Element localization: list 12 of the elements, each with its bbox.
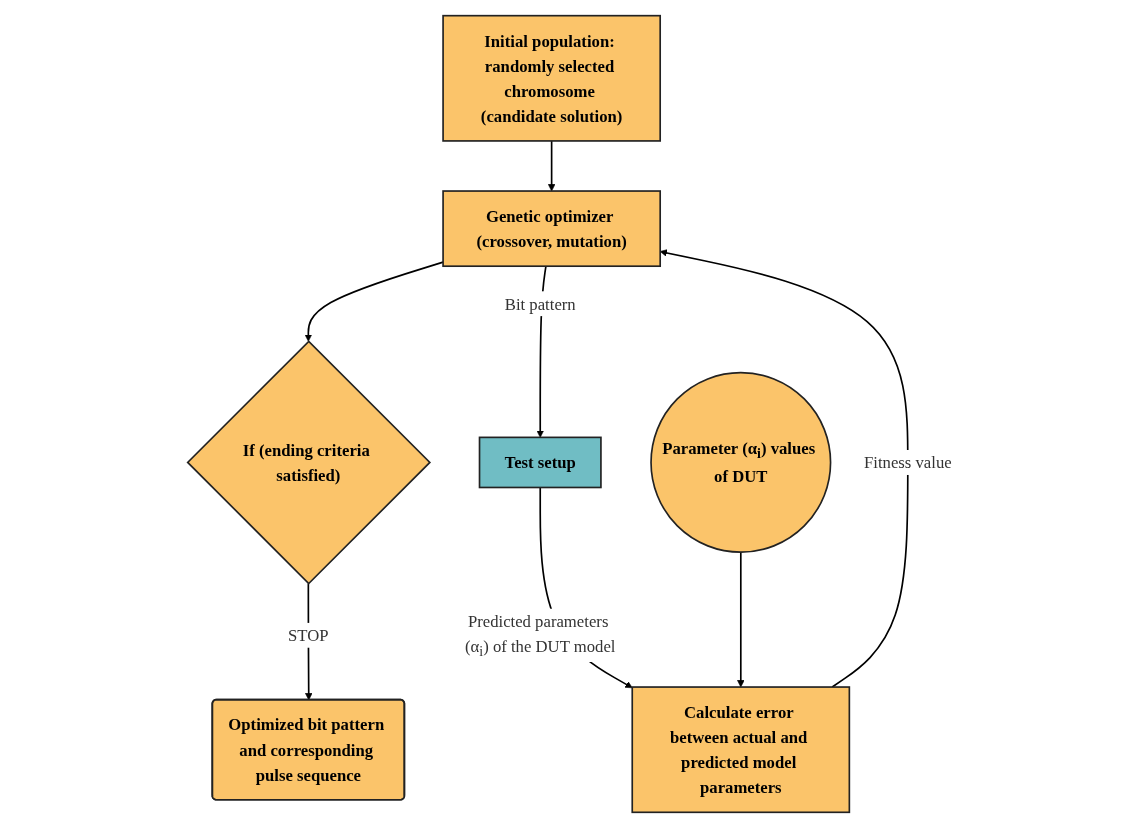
node-diamond: If (ending criteria satisfied) xyxy=(186,339,431,585)
edge-label: STOP xyxy=(287,625,329,644)
node-box: Test setup xyxy=(478,436,602,488)
edge-label: Bit pattern xyxy=(504,294,576,313)
node-box: Initial population: randomly selected chromosome (candidate solution) xyxy=(442,14,661,142)
edge-label: Fitness value xyxy=(863,452,952,472)
edge-label: Predicted parameters (α$_{i}$) of the DUT model xyxy=(464,611,616,659)
node-circle: Parameter (α$_{i}$) values of DUT xyxy=(650,371,832,553)
node-box: Calculate error between actual and predicted model parameters xyxy=(631,685,850,813)
arrow xyxy=(547,139,556,191)
node-box: Genetic optimizer (crossover, mutation) xyxy=(442,189,661,267)
arrow xyxy=(736,550,745,687)
